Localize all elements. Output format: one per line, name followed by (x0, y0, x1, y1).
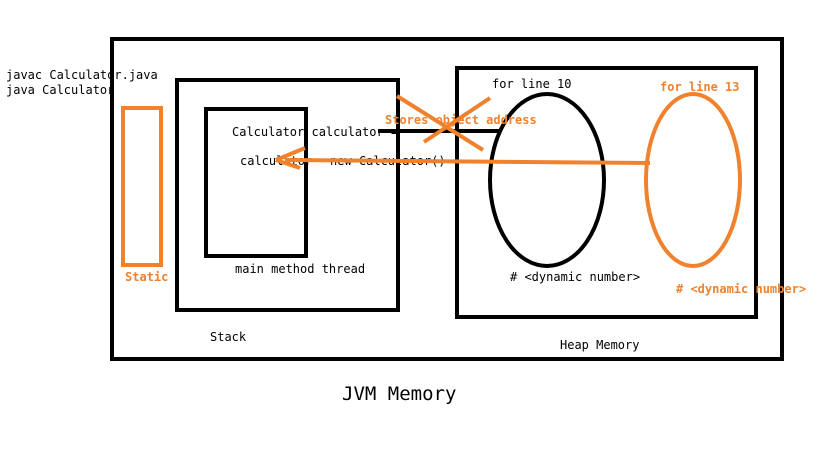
dynamic-number-black: # <dynamic number> (510, 270, 640, 284)
stores-address-note: Stores object address (385, 113, 537, 127)
main-thread-frame (204, 107, 308, 258)
run-command: java Calculator (6, 83, 114, 97)
heap-object-line13 (644, 92, 742, 268)
jvm-memory-title: JVM Memory (342, 383, 456, 405)
heap-box (455, 66, 758, 319)
cross-stroke-1 (395, 94, 485, 152)
stack-label: Stack (210, 330, 247, 344)
heap-object-line10 (488, 92, 606, 268)
new-reference-line (284, 158, 651, 165)
compile-command: javac Calculator.java (6, 68, 158, 82)
static-area (121, 106, 163, 267)
arrow-head-lower (275, 158, 301, 170)
line10-label: for line 10 (492, 77, 571, 91)
jvm-memory-box (110, 37, 784, 361)
cross-stroke-2 (422, 96, 492, 144)
static-label: Static (125, 270, 168, 284)
line13-label: for line 13 (660, 80, 739, 94)
heap-label: Heap Memory (560, 338, 639, 352)
dynamic-number-orange: # <dynamic number> (676, 282, 806, 296)
declaration-text: Calculator calculator = (232, 125, 398, 139)
arrow-head-upper (275, 146, 306, 162)
main-thread-label: main method thread (235, 262, 365, 276)
stack-box (175, 78, 400, 312)
